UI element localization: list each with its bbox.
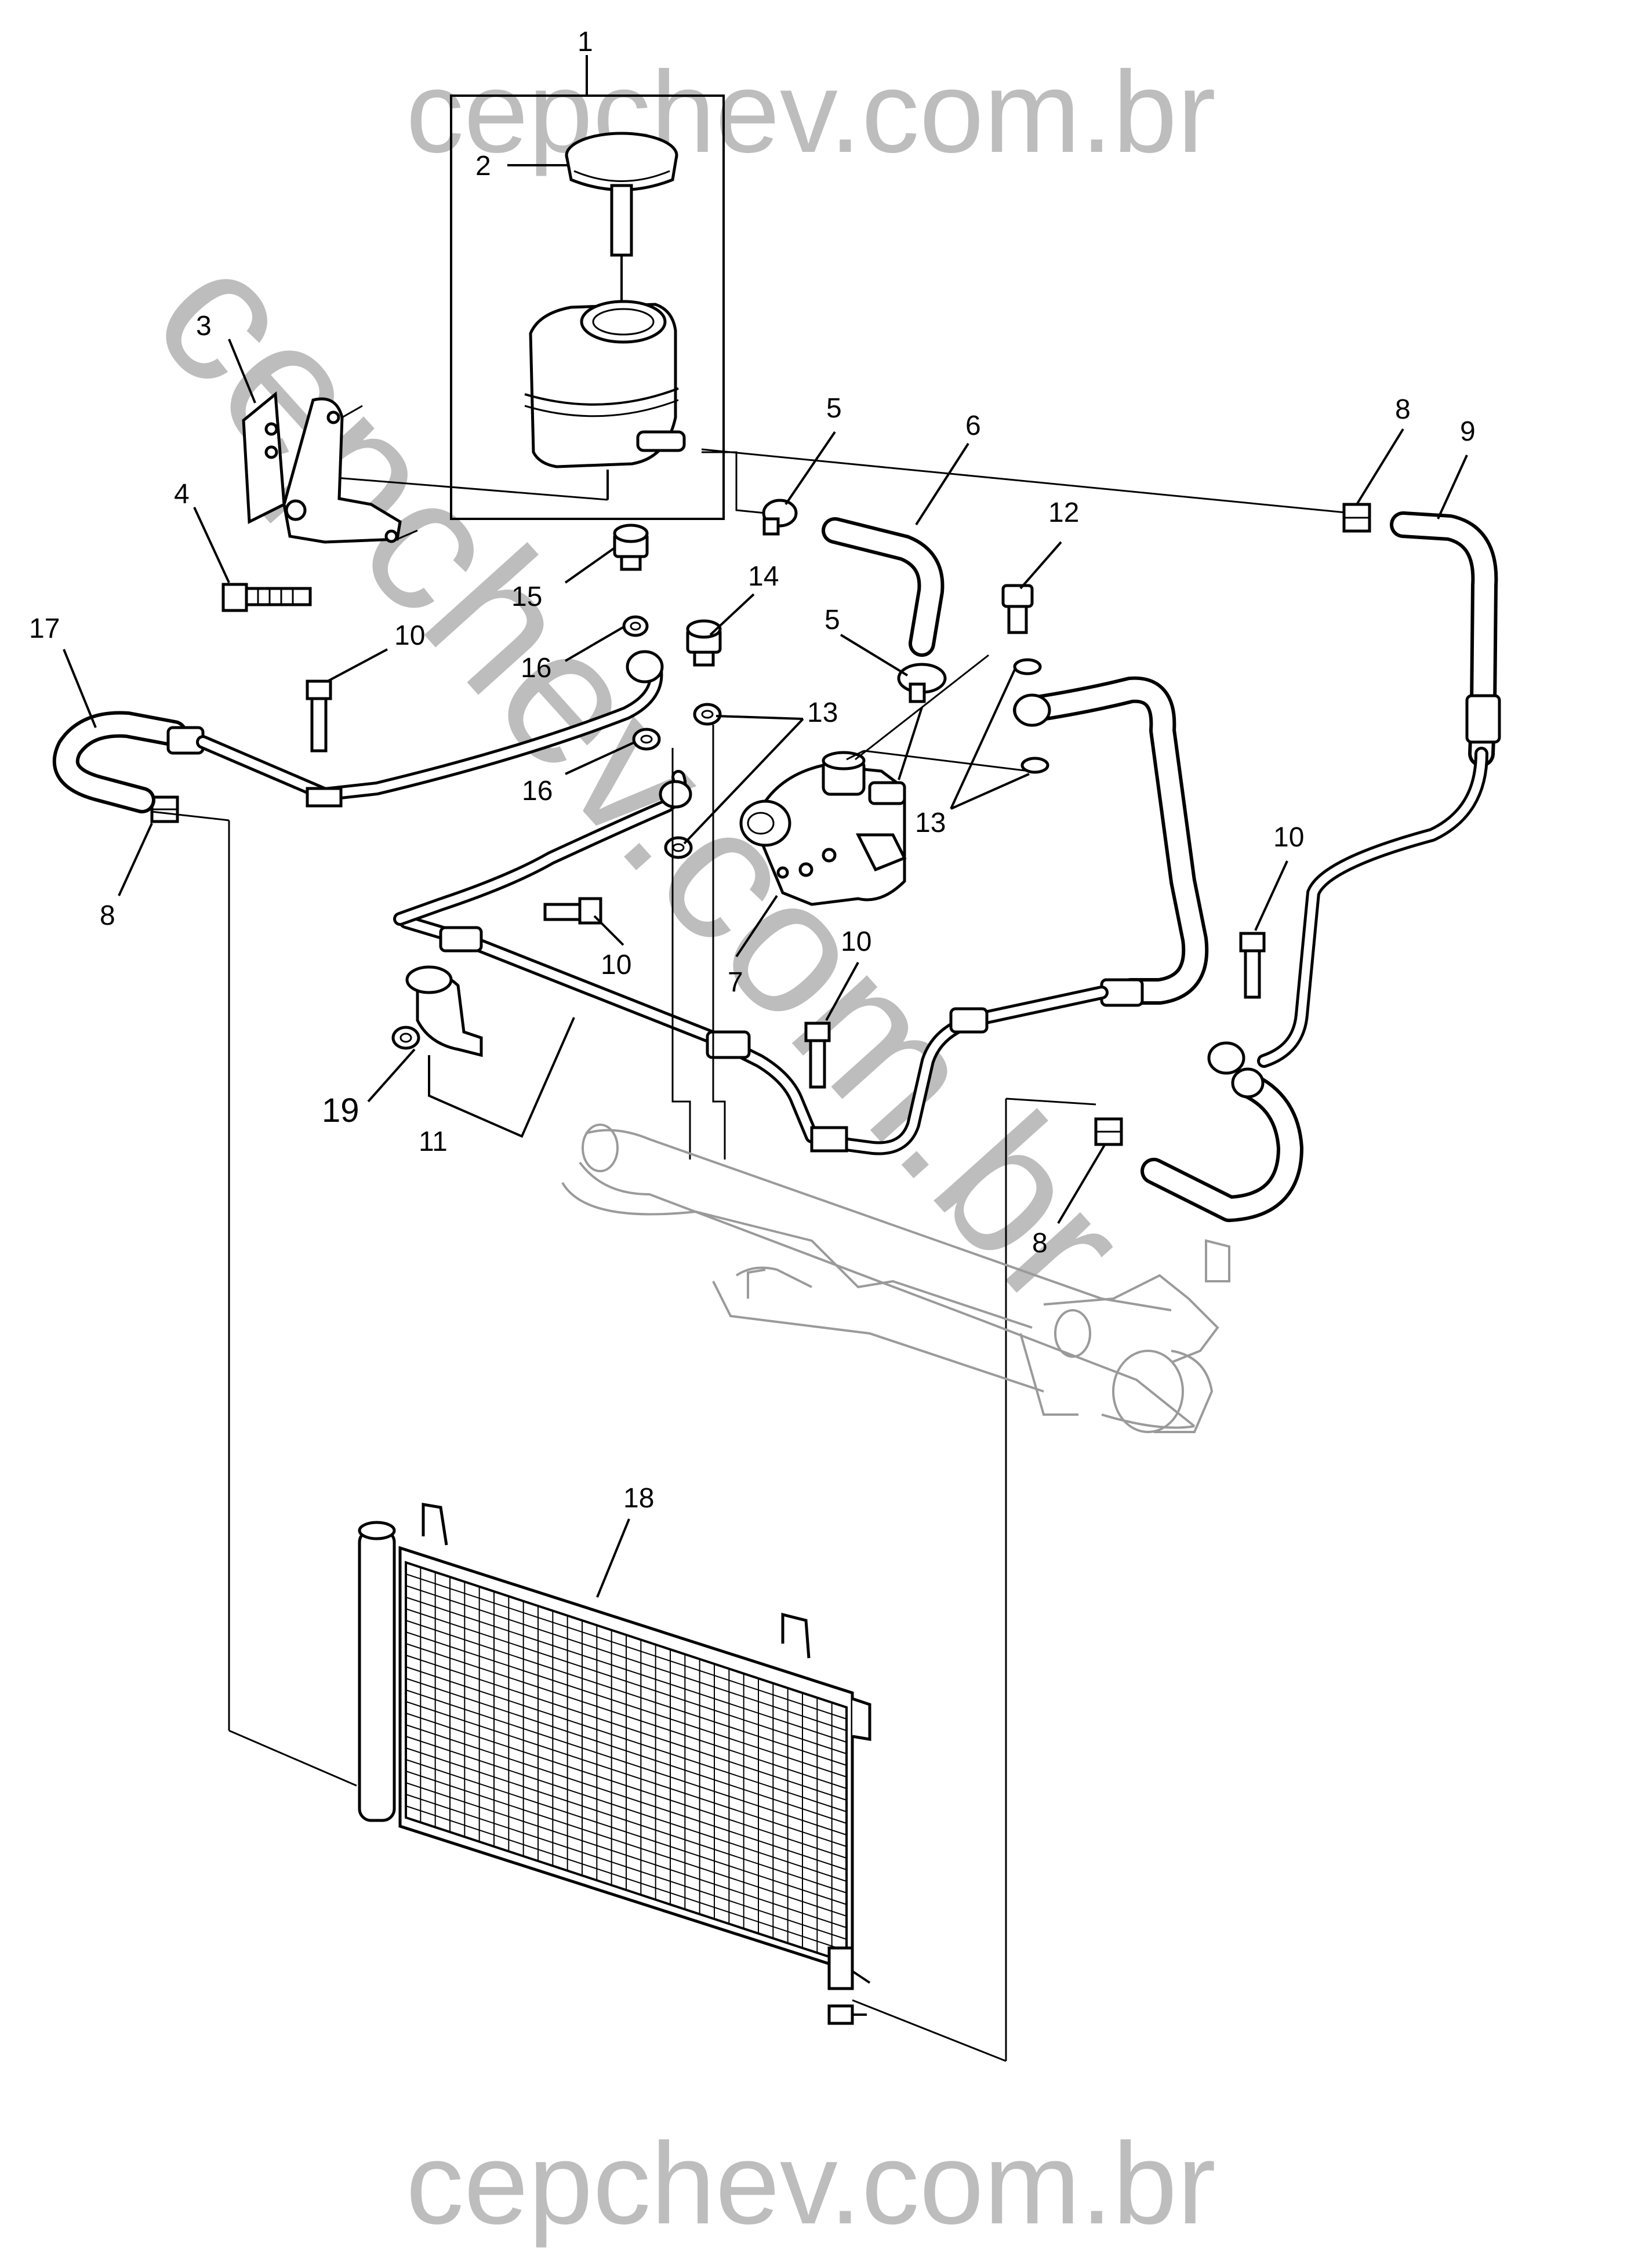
callout-15: 15 <box>511 581 542 612</box>
reservoir-group <box>307 94 725 520</box>
callout-labels: 1 2 3 4 5 6 8 9 12 15 14 5 17 10 16 13 1… <box>29 27 1476 1514</box>
plug-14 <box>686 619 722 667</box>
callout-11: 11 <box>419 1126 448 1157</box>
callout-7: 7 <box>728 967 743 998</box>
callout-10-right: 10 <box>1273 822 1304 853</box>
hose-9 <box>1141 511 1501 1222</box>
callout-8-right: 8 <box>1032 1228 1048 1259</box>
reservoir-tank <box>529 303 677 468</box>
callout-13-top: 13 <box>807 697 838 728</box>
callout-5-top: 5 <box>826 393 842 424</box>
hose-6 <box>822 517 945 657</box>
callout-13-right: 13 <box>915 808 946 838</box>
watermark-bottom: cepchev.com.br <box>406 2119 1216 2248</box>
callout-3: 3 <box>196 311 212 341</box>
bolt-10-pump <box>804 1022 831 1089</box>
washer-16-low <box>632 728 661 751</box>
clamp-8-left <box>150 795 179 823</box>
clamp-8-right <box>1094 1117 1123 1146</box>
callout-16-top: 16 <box>521 653 551 684</box>
callout-8-top: 8 <box>1395 394 1411 425</box>
callout-16-low: 16 <box>522 776 553 806</box>
condenser-fins <box>405 1567 847 1958</box>
washer-13-c <box>1013 658 1049 774</box>
clamp-5-pump <box>897 663 947 703</box>
bolt-10-left <box>306 679 332 753</box>
callout-10-mid: 10 <box>601 950 631 980</box>
bolt-10-right <box>1239 932 1266 999</box>
callout-18: 18 <box>623 1483 654 1514</box>
callout-5-pump: 5 <box>824 605 840 635</box>
banjo-bolt-15 <box>613 524 649 571</box>
bolt <box>221 583 312 612</box>
hose-17 <box>52 650 664 813</box>
callout-4: 4 <box>174 479 190 510</box>
callout-6: 6 <box>965 410 981 441</box>
clamp-8-top <box>1342 503 1371 533</box>
bolt-10-mid <box>543 897 602 925</box>
power-steering-pump <box>739 654 1030 906</box>
callout-12: 12 <box>1048 497 1079 528</box>
condenser <box>358 1503 871 2025</box>
dipstick <box>610 184 633 257</box>
washer-13-a <box>693 703 722 726</box>
clamp-5-top <box>762 499 798 536</box>
callout-19: 19 <box>322 1092 359 1129</box>
callout-8-left: 8 <box>100 900 115 931</box>
callout-10-pump: 10 <box>841 926 871 957</box>
bracket <box>242 391 418 544</box>
washer-16-top <box>622 615 649 637</box>
callout-2: 2 <box>475 151 491 181</box>
callout-1: 1 <box>577 27 593 57</box>
leader-lines <box>63 55 1468 1598</box>
callout-9: 9 <box>1460 416 1476 447</box>
pressure-hose <box>822 676 1209 1155</box>
watermark-top: cepchev.com.br <box>406 48 1216 177</box>
steering-rack <box>561 1124 1230 1433</box>
callout-17: 17 <box>29 613 60 644</box>
callout-10-left: 10 <box>394 620 425 651</box>
fitting-12 <box>1001 584 1034 634</box>
callout-14: 14 <box>748 561 779 592</box>
